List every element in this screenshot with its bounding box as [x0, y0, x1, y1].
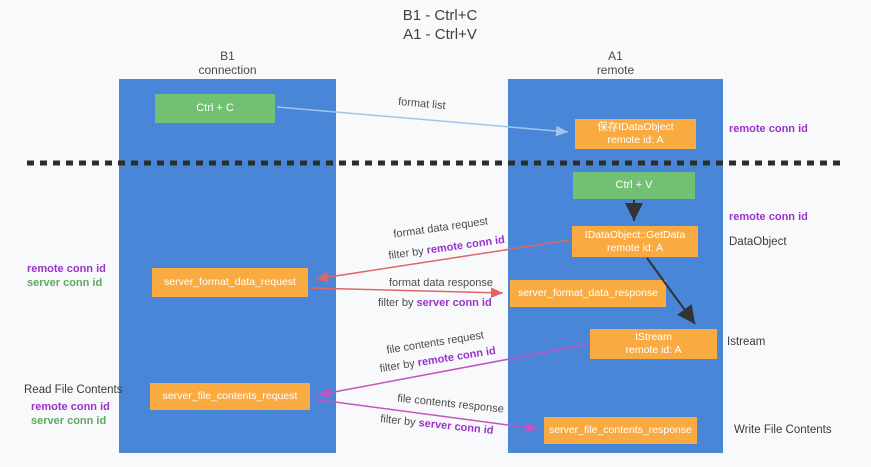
dataobject-label: DataObject [729, 236, 787, 248]
server-file-contents-response-label: server_file_contents_response [548, 424, 692, 436]
filter-by-text: filter by [378, 357, 419, 376]
left-server-conn-id-label: server conn id [27, 277, 103, 289]
server-format-data-request-box: server_format_data_request [152, 268, 308, 297]
filter-by-text: filter by [379, 413, 420, 430]
istream-line1: IStream [635, 331, 672, 343]
server-conn-id-text: server conn id [417, 417, 495, 437]
istream-box: IStream remote id: A [590, 329, 717, 359]
read-file-contents-label: Read File Contents [24, 384, 123, 396]
save-dataobject-line2: remote id: A [607, 134, 664, 146]
title-line-1: B1 - Ctrl+C [402, 7, 478, 24]
title-line-2: A1 - Ctrl+V [403, 26, 477, 43]
left-column-header: B1 connection [119, 49, 336, 77]
left-bottom-server-conn-id-label: server conn id [31, 415, 107, 427]
filter-by-server-conn-id-label-2: filter by server conn id [380, 413, 494, 437]
filter-by-server-conn-id-label-1: filter by server conn id [378, 297, 492, 309]
filter-by-text: filter by [387, 244, 428, 263]
format-data-request-label: format data request [392, 215, 489, 241]
server-format-data-response-label: server_format_data_response [517, 287, 659, 299]
save-dataobject-box: 保存IDataObject remote id: A [575, 119, 696, 149]
server-format-data-request-label: server_format_data_request [164, 276, 296, 288]
ctrl-v-box: Ctrl + V [573, 172, 695, 199]
remote-conn-id-text: remote conn id [425, 233, 506, 257]
getdata-box: IDataObject::GetData remote id: A [572, 226, 698, 257]
server-file-contents-request-box: server_file_contents_request [150, 383, 310, 410]
left-column-subtitle: connection [198, 63, 257, 77]
istream-line2: remote id: A [625, 344, 682, 356]
ctrl-c-box: Ctrl + C [155, 94, 275, 123]
format-list-label: format list [397, 95, 447, 113]
save-dataobject-line1: 保存IDataObject [597, 121, 674, 133]
left-bottom-remote-conn-id-label: remote conn id [31, 401, 110, 413]
filter-by-text: filter by [378, 297, 417, 309]
server-conn-id-text: server conn id [416, 297, 492, 309]
ctrl-c-label: Ctrl + C [196, 102, 234, 114]
istream-side-label: Istream [727, 336, 766, 348]
server-format-data-response-box: server_format_data_response [510, 280, 666, 307]
write-file-contents-label: Write File Contents [734, 424, 832, 436]
right-remote-conn-id-top-label: remote conn id [729, 123, 808, 135]
file-contents-response-label: file contents response [396, 392, 505, 416]
format-data-response-label: format data response [389, 277, 493, 289]
left-remote-conn-id-label: remote conn id [27, 263, 106, 275]
server-file-contents-request-label: server_file_contents_request [162, 390, 298, 402]
getdata-line1: IDataObject::GetData [584, 228, 686, 241]
right-column-header: A1 remote [508, 49, 723, 77]
ctrl-v-label: Ctrl + V [615, 179, 653, 191]
left-column-title: B1 [220, 49, 235, 63]
right-remote-conn-id-mid-label: remote conn id [729, 211, 808, 223]
diagram-title: B1 - Ctrl+C A1 - Ctrl+V [355, 6, 525, 44]
getdata-line2: remote id: A [606, 241, 664, 254]
server-file-contents-response-box: server_file_contents_response [544, 417, 697, 444]
right-column-subtitle: remote [596, 63, 635, 77]
right-column-title: A1 [608, 49, 623, 63]
